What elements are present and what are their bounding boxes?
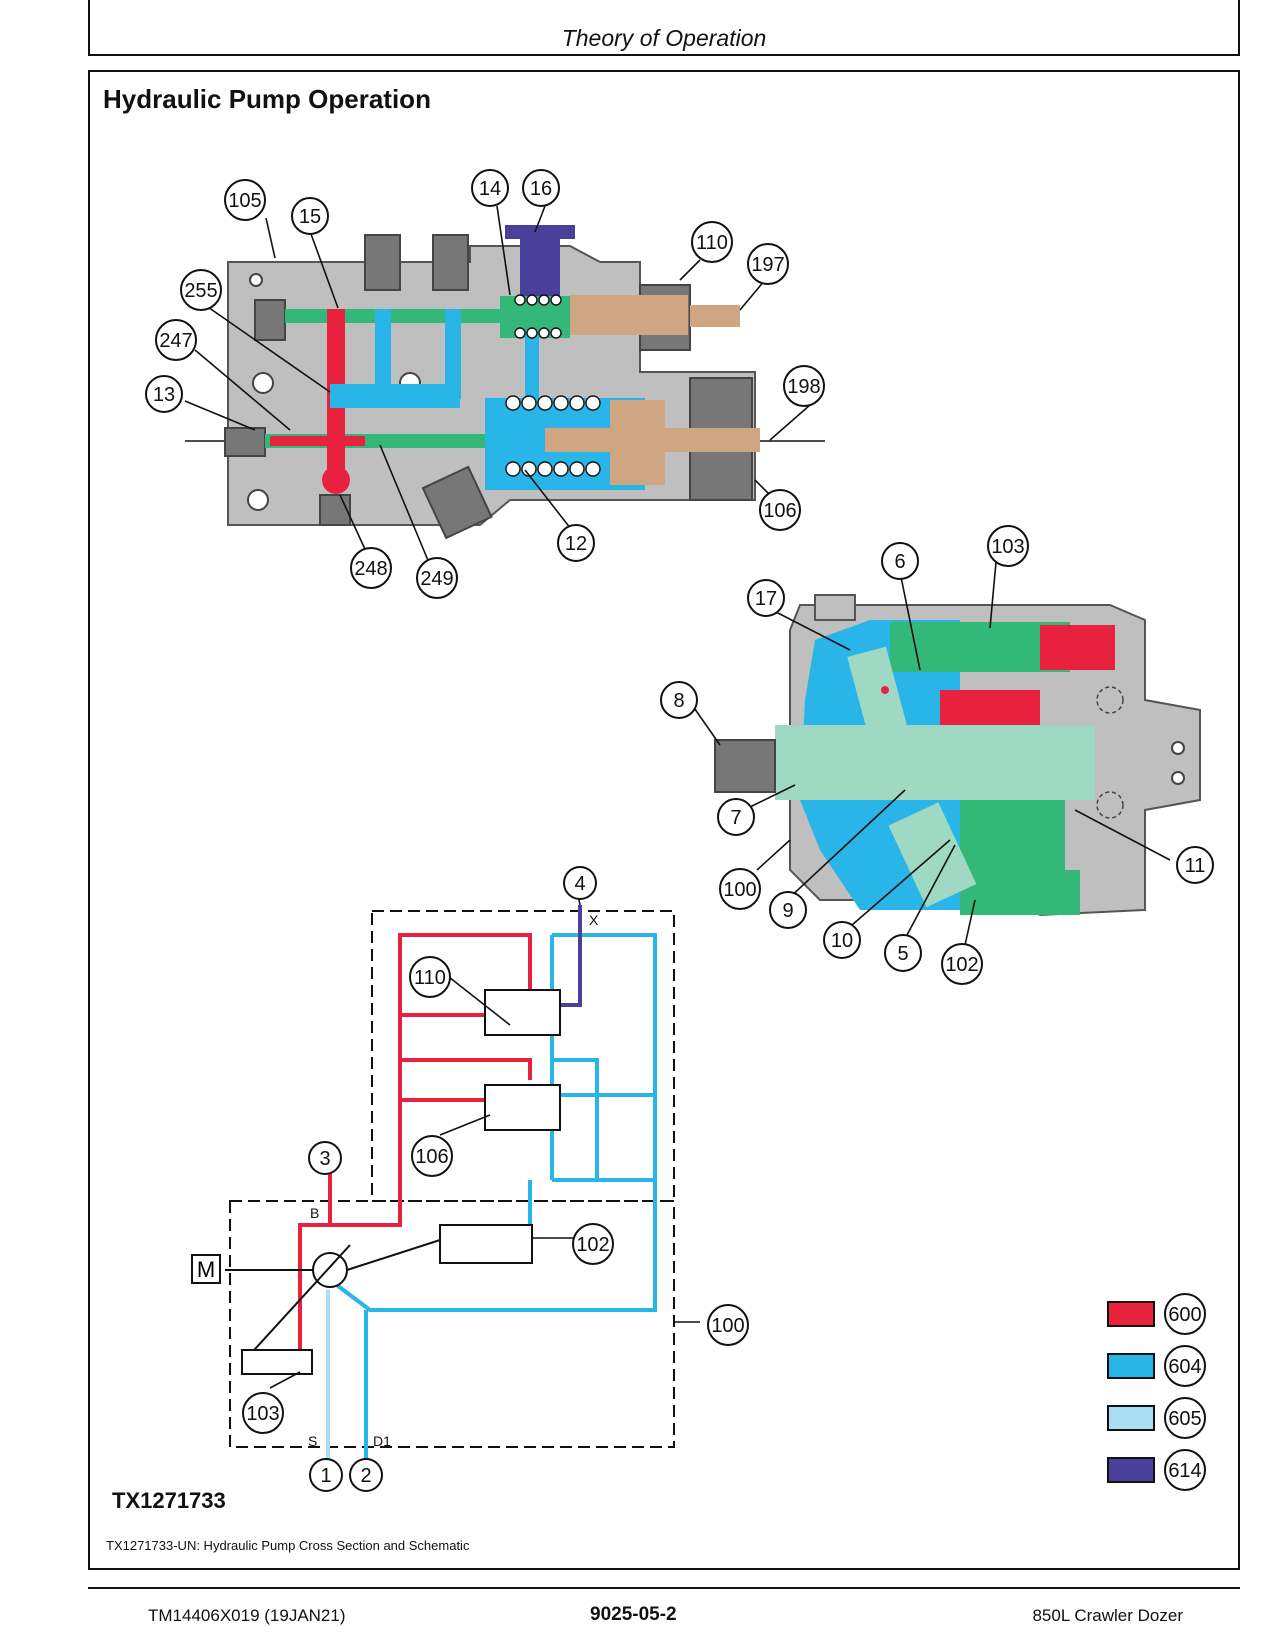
svg-text:2: 2	[360, 1465, 371, 1487]
svg-text:9: 9	[782, 900, 793, 922]
svg-text:248: 248	[354, 558, 387, 580]
callout-197: 197	[747, 243, 789, 285]
callout-6: 6	[881, 542, 919, 580]
svg-text:106: 106	[763, 500, 796, 522]
svg-text:14: 14	[479, 178, 501, 200]
callout-3: 3	[308, 1141, 342, 1175]
svg-text:247: 247	[159, 330, 192, 352]
svg-text:13: 13	[153, 384, 175, 406]
section-title: Theory of Operation	[561, 25, 767, 51]
callout-105: 105	[224, 179, 266, 221]
svg-text:249: 249	[420, 568, 453, 590]
svg-text:17: 17	[755, 588, 777, 610]
svg-text:604: 604	[1168, 1356, 1201, 1378]
svg-text:103: 103	[246, 1403, 279, 1425]
port-x-label: X	[589, 912, 599, 928]
callout-106-valve: 106	[759, 489, 801, 531]
svg-text:605: 605	[1168, 1408, 1201, 1430]
callout-247: 247	[155, 319, 197, 361]
port-b-label: B	[310, 1205, 319, 1221]
svg-text:614: 614	[1168, 1460, 1201, 1482]
hydraulic-schematic: M X B S D1	[191, 905, 675, 1475]
footer-document-code: TM14406X019 (19JAN21)	[148, 1606, 346, 1625]
callout-110-schem: 110	[409, 956, 451, 998]
svg-text:102: 102	[576, 1234, 609, 1256]
callout-106-schem: 106	[411, 1135, 453, 1177]
motor-symbol: M	[197, 1257, 215, 1282]
svg-text:197: 197	[751, 254, 784, 276]
svg-text:102: 102	[945, 954, 978, 976]
callout-103-schem: 103	[242, 1392, 284, 1434]
figure-id: TX1271733	[112, 1488, 226, 1513]
leader-lines	[184, 205, 1171, 1389]
callout-10: 10	[823, 921, 861, 959]
svg-text:100: 100	[723, 879, 756, 901]
callout-110-valve: 110	[691, 221, 733, 263]
callout-8: 8	[660, 681, 698, 719]
valve-cross-section	[185, 225, 825, 540]
svg-text:6: 6	[894, 551, 905, 573]
callout-4: 4	[563, 866, 597, 900]
callout-102-pump: 102	[941, 943, 983, 985]
callout-249: 249	[416, 557, 458, 599]
svg-text:4: 4	[574, 873, 585, 895]
callout-198: 198	[783, 365, 825, 407]
content-frame	[88, 70, 1240, 1570]
pump-cross-section	[714, 594, 1201, 917]
header-frame: Theory of Operation	[88, 0, 1240, 56]
callout-103-pump: 103	[987, 525, 1029, 567]
svg-text:8: 8	[673, 690, 684, 712]
svg-text:110: 110	[696, 232, 728, 254]
svg-text:103: 103	[991, 536, 1024, 558]
color-legend: 600 604 605 614	[1107, 1293, 1206, 1491]
svg-text:16: 16	[530, 178, 552, 200]
footer-page-number: 9025-05-2	[590, 1604, 677, 1625]
callout-255: 255	[180, 269, 222, 311]
callout-100-schem: 100	[707, 1304, 749, 1346]
svg-text:1: 1	[320, 1465, 331, 1487]
legend-item-600: 600	[1107, 1293, 1206, 1335]
callout-9: 9	[769, 891, 807, 929]
legend-item-605: 605	[1107, 1397, 1206, 1439]
figure-caption: TX1271733-UN: Hydraulic Pump Cross Secti…	[106, 1538, 470, 1553]
callout-12: 12	[557, 524, 595, 562]
callout-1: 1	[309, 1458, 343, 1492]
page-heading: Hydraulic Pump Operation	[103, 84, 431, 114]
callout-14: 14	[471, 169, 509, 207]
svg-text:11: 11	[1185, 855, 1206, 877]
svg-text:100: 100	[711, 1315, 744, 1337]
svg-text:255: 255	[184, 280, 217, 302]
svg-text:7: 7	[730, 807, 741, 829]
port-s-label: S	[308, 1433, 317, 1449]
svg-text:15: 15	[299, 206, 321, 228]
callout-13: 13	[145, 375, 183, 413]
svg-text:198: 198	[787, 376, 820, 398]
svg-text:105: 105	[228, 190, 261, 212]
callout-100-pump: 100	[719, 868, 761, 910]
svg-text:110: 110	[414, 967, 446, 989]
footer-divider	[88, 1587, 1240, 1589]
callout-17: 17	[747, 579, 785, 617]
svg-text:5: 5	[897, 943, 908, 965]
port-d1-label: D1	[373, 1433, 391, 1449]
callout-248: 248	[350, 547, 392, 589]
callout-102-schem: 102	[572, 1223, 614, 1265]
svg-text:106: 106	[415, 1146, 448, 1168]
svg-text:10: 10	[831, 930, 853, 952]
legend-item-614: 614	[1107, 1449, 1206, 1491]
callout-11: 11	[1176, 846, 1214, 884]
svg-text:600: 600	[1168, 1304, 1201, 1326]
footer-machine-name: 850L Crawler Dozer	[1032, 1606, 1183, 1625]
callout-15: 15	[291, 197, 329, 235]
callout-2: 2	[349, 1458, 383, 1492]
callout-5: 5	[884, 934, 922, 972]
svg-text:3: 3	[319, 1148, 330, 1170]
callout-7: 7	[717, 798, 755, 836]
legend-item-604: 604	[1107, 1345, 1206, 1387]
callout-16: 16	[522, 169, 560, 207]
svg-text:12: 12	[565, 533, 587, 555]
